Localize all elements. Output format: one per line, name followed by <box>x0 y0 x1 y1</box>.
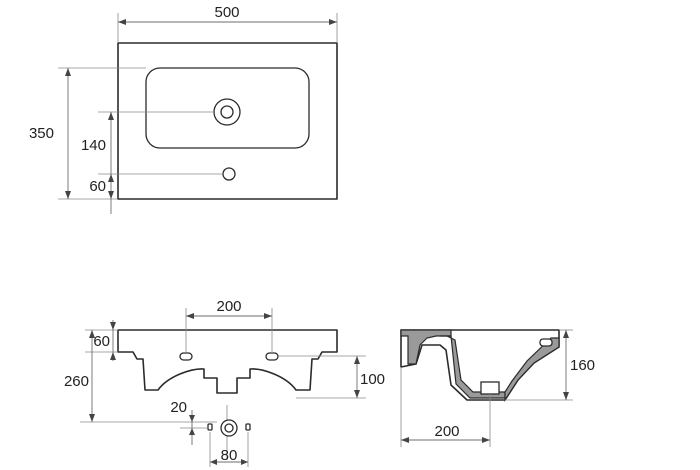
arrow <box>108 191 114 199</box>
outlet-tab-right <box>245 423 251 431</box>
dim-section-depth: 200 <box>434 423 459 440</box>
dim-top-drain: 140 <box>81 137 106 154</box>
section-hatch <box>400 329 452 365</box>
bowl-outline-top <box>145 67 310 149</box>
arrow <box>189 415 195 422</box>
arrow <box>65 68 71 76</box>
dim-outlet-offset: 20 <box>170 399 187 416</box>
section-view: 160 200 <box>400 329 595 447</box>
basin-outline-front <box>117 329 338 394</box>
arrow <box>110 322 116 330</box>
arrow <box>210 459 217 465</box>
arrow <box>89 330 95 338</box>
dim-front-hole-spacing: 200 <box>216 298 241 315</box>
dim-top-depth: 350 <box>29 125 54 142</box>
dim-outlet-width: 80 <box>221 447 238 464</box>
overflow-hole-right <box>265 352 279 361</box>
arrow <box>110 352 116 360</box>
outlet-inner <box>224 423 234 433</box>
arrow <box>354 356 360 364</box>
section-drain <box>480 381 500 395</box>
arrow <box>482 437 490 443</box>
dim-front-height: 260 <box>64 373 89 390</box>
arrow <box>329 19 337 25</box>
overflow-hole-left <box>179 352 193 361</box>
dim-top-width: 500 <box>214 4 239 21</box>
section-overflow <box>539 338 553 347</box>
dim-section-height: 160 <box>570 357 595 374</box>
drain-inner <box>220 105 234 119</box>
tap-hole <box>222 167 236 181</box>
arrow <box>108 174 114 182</box>
dim-front-rim: 60 <box>93 333 110 350</box>
arrow <box>401 437 409 443</box>
dim-front-hole-height: 100 <box>360 371 385 388</box>
section-hatch-front <box>504 337 560 403</box>
arrow <box>89 414 95 422</box>
arrow <box>118 19 126 25</box>
arrow <box>65 191 71 199</box>
arrow <box>563 392 569 400</box>
arrow <box>264 313 272 319</box>
outlet-tab-left <box>207 423 213 431</box>
arrow <box>563 330 569 338</box>
arrow <box>189 428 195 435</box>
arrow <box>108 112 114 120</box>
top-view: 500 350 140 60 <box>29 4 338 214</box>
arrow <box>354 390 360 398</box>
dim-top-tap: 60 <box>89 178 106 195</box>
arrow <box>241 459 248 465</box>
arrow <box>186 313 194 319</box>
front-view: 200 60 260 100 20 <box>64 298 385 467</box>
